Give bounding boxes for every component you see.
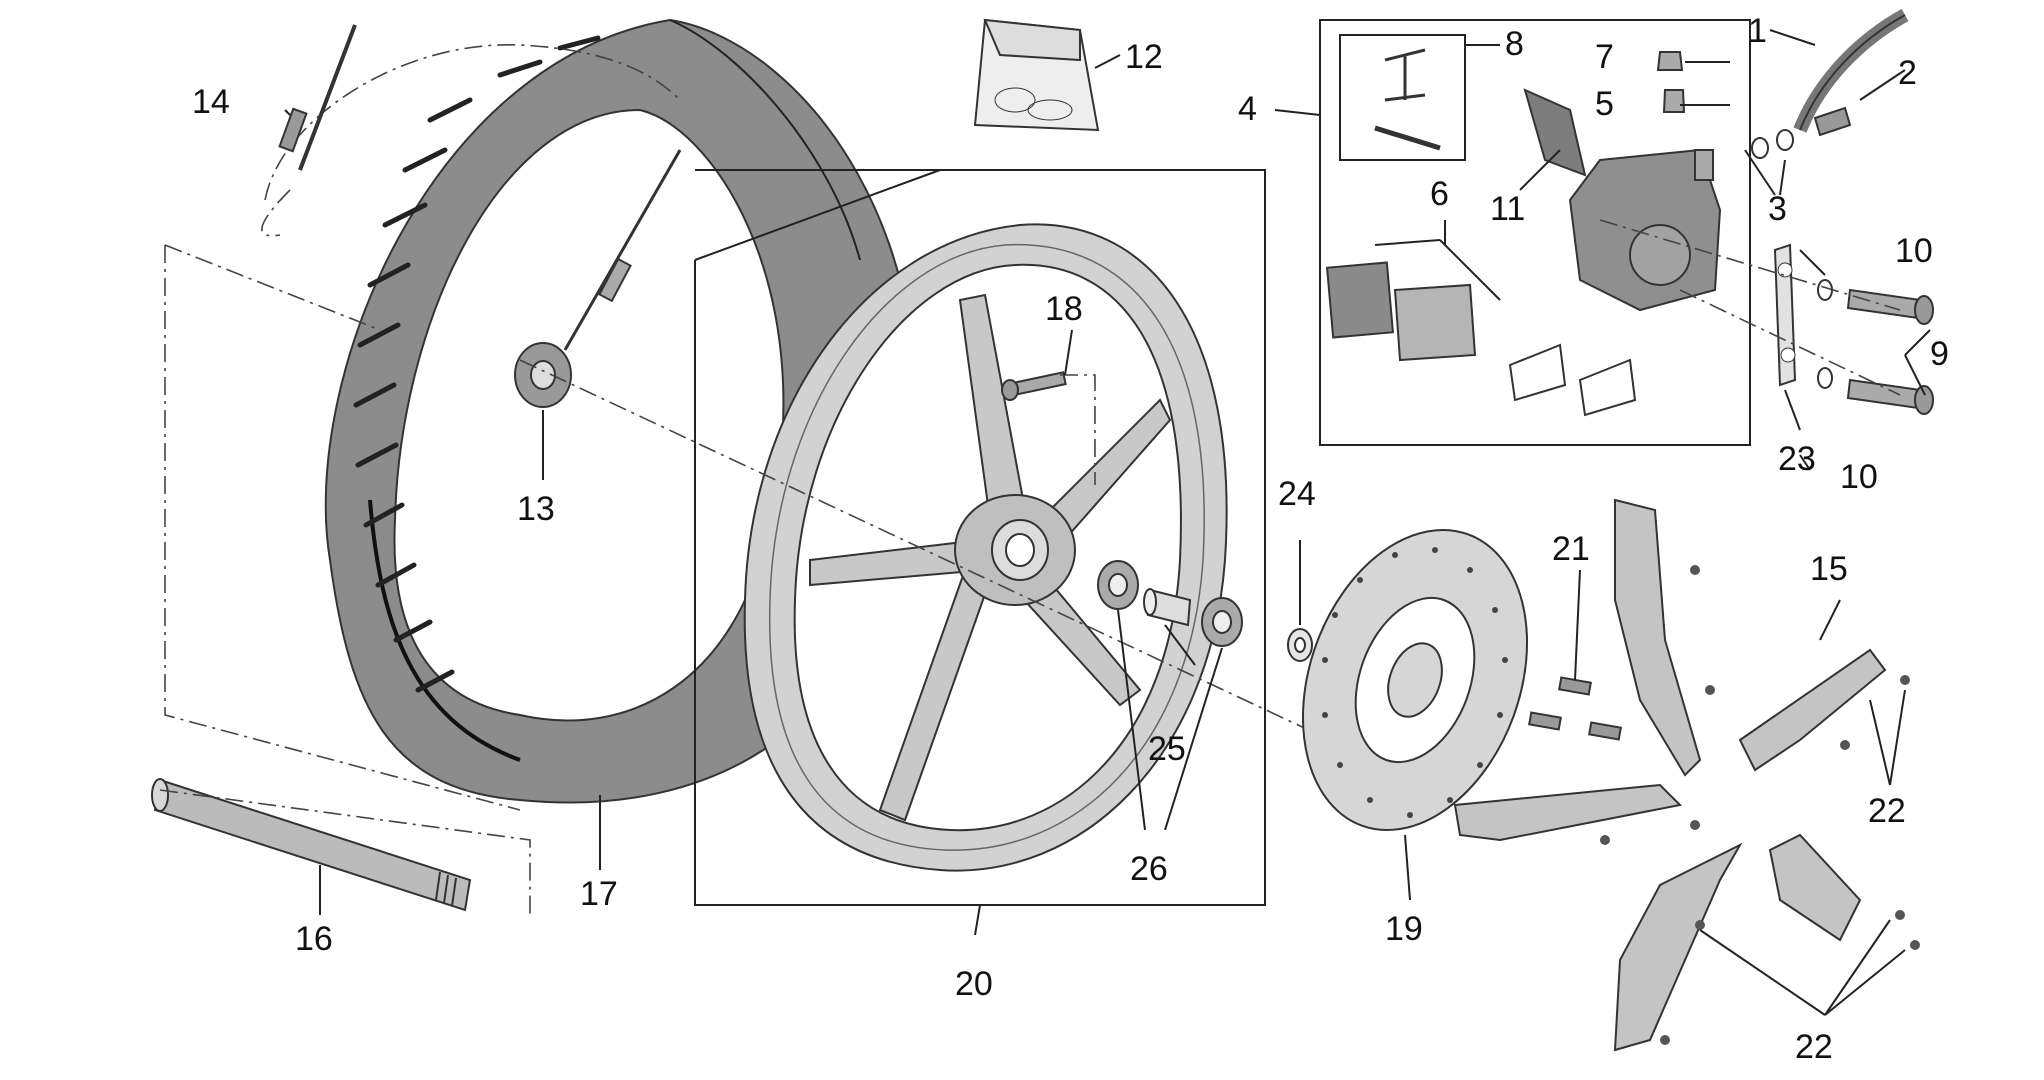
callout-18: 18 [1045,290,1083,328]
bracket-23-part [1773,243,1797,387]
valve-part [261,24,357,237]
callout-16: 16 [295,920,333,958]
caliper-part [1568,148,1722,312]
pin-kit-8-part [1374,48,1441,151]
rim-part [743,223,1228,872]
callout-24: 24 [1278,475,1316,513]
screw-18-part [1001,371,1067,401]
leader-lines [284,29,1931,1016]
shim-11-part [1523,88,1587,177]
tire-part [324,18,918,804]
callout-10-upper: 10 [1895,232,1933,270]
spacer-25-part [1143,588,1192,627]
bleeder-5-part [1662,89,1686,113]
callout-25: 25 [1148,730,1186,768]
callout-3: 3 [1768,190,1787,228]
mudguard-screws-22-part [1600,565,1920,1045]
callout-12: 12 [1125,38,1163,76]
callout-9: 9 [1930,335,1949,373]
washer-24-part [1287,628,1313,662]
springs-part [1508,343,1637,417]
spacer-26-right-part [1201,597,1243,647]
callout-17: 17 [580,875,618,913]
brake-pads-6-part [1325,239,1501,362]
callout-14: 14 [192,83,230,121]
callout-2: 2 [1898,54,1917,92]
callout-8: 8 [1505,25,1524,63]
callout-labels: 1 2 3 4 5 6 7 8 9 10 10 11 12 13 14 15 1… [192,12,1949,1066]
washers-3-part [1751,129,1794,159]
callout-1: 1 [1748,12,1767,50]
callout-15: 15 [1810,550,1848,588]
callout-22-bottom: 22 [1795,1028,1833,1066]
callout-23: 23 [1778,440,1816,478]
callout-5: 5 [1595,85,1614,123]
mudguard-panels-part [1453,498,1887,1052]
callout-19: 19 [1385,910,1423,948]
callout-10-lower: 10 [1840,458,1878,496]
axle-part [151,778,472,912]
callout-13: 13 [517,490,555,528]
callout-20: 20 [955,965,993,1003]
callout-4: 4 [1238,90,1257,128]
bolts-9-part [1846,288,1934,415]
speedometer-drive-part [514,149,682,408]
spacer-26-left-part [1097,560,1139,610]
banjo-bolt-2-part [1813,106,1852,137]
parts-bag-12-part [973,18,1100,132]
brake-hose-part [1793,8,1909,133]
washers-10-part [1817,279,1833,389]
callout-21: 21 [1552,530,1590,568]
callout-11: 11 [1490,190,1525,228]
callout-6: 6 [1430,175,1449,213]
callout-22-right: 22 [1868,792,1906,830]
callout-7: 7 [1595,38,1614,76]
brake-disc-part [1301,528,1529,832]
callout-26: 26 [1130,850,1168,888]
disc-bolts-21-part [1528,676,1622,741]
cap-7-part [1656,51,1684,71]
